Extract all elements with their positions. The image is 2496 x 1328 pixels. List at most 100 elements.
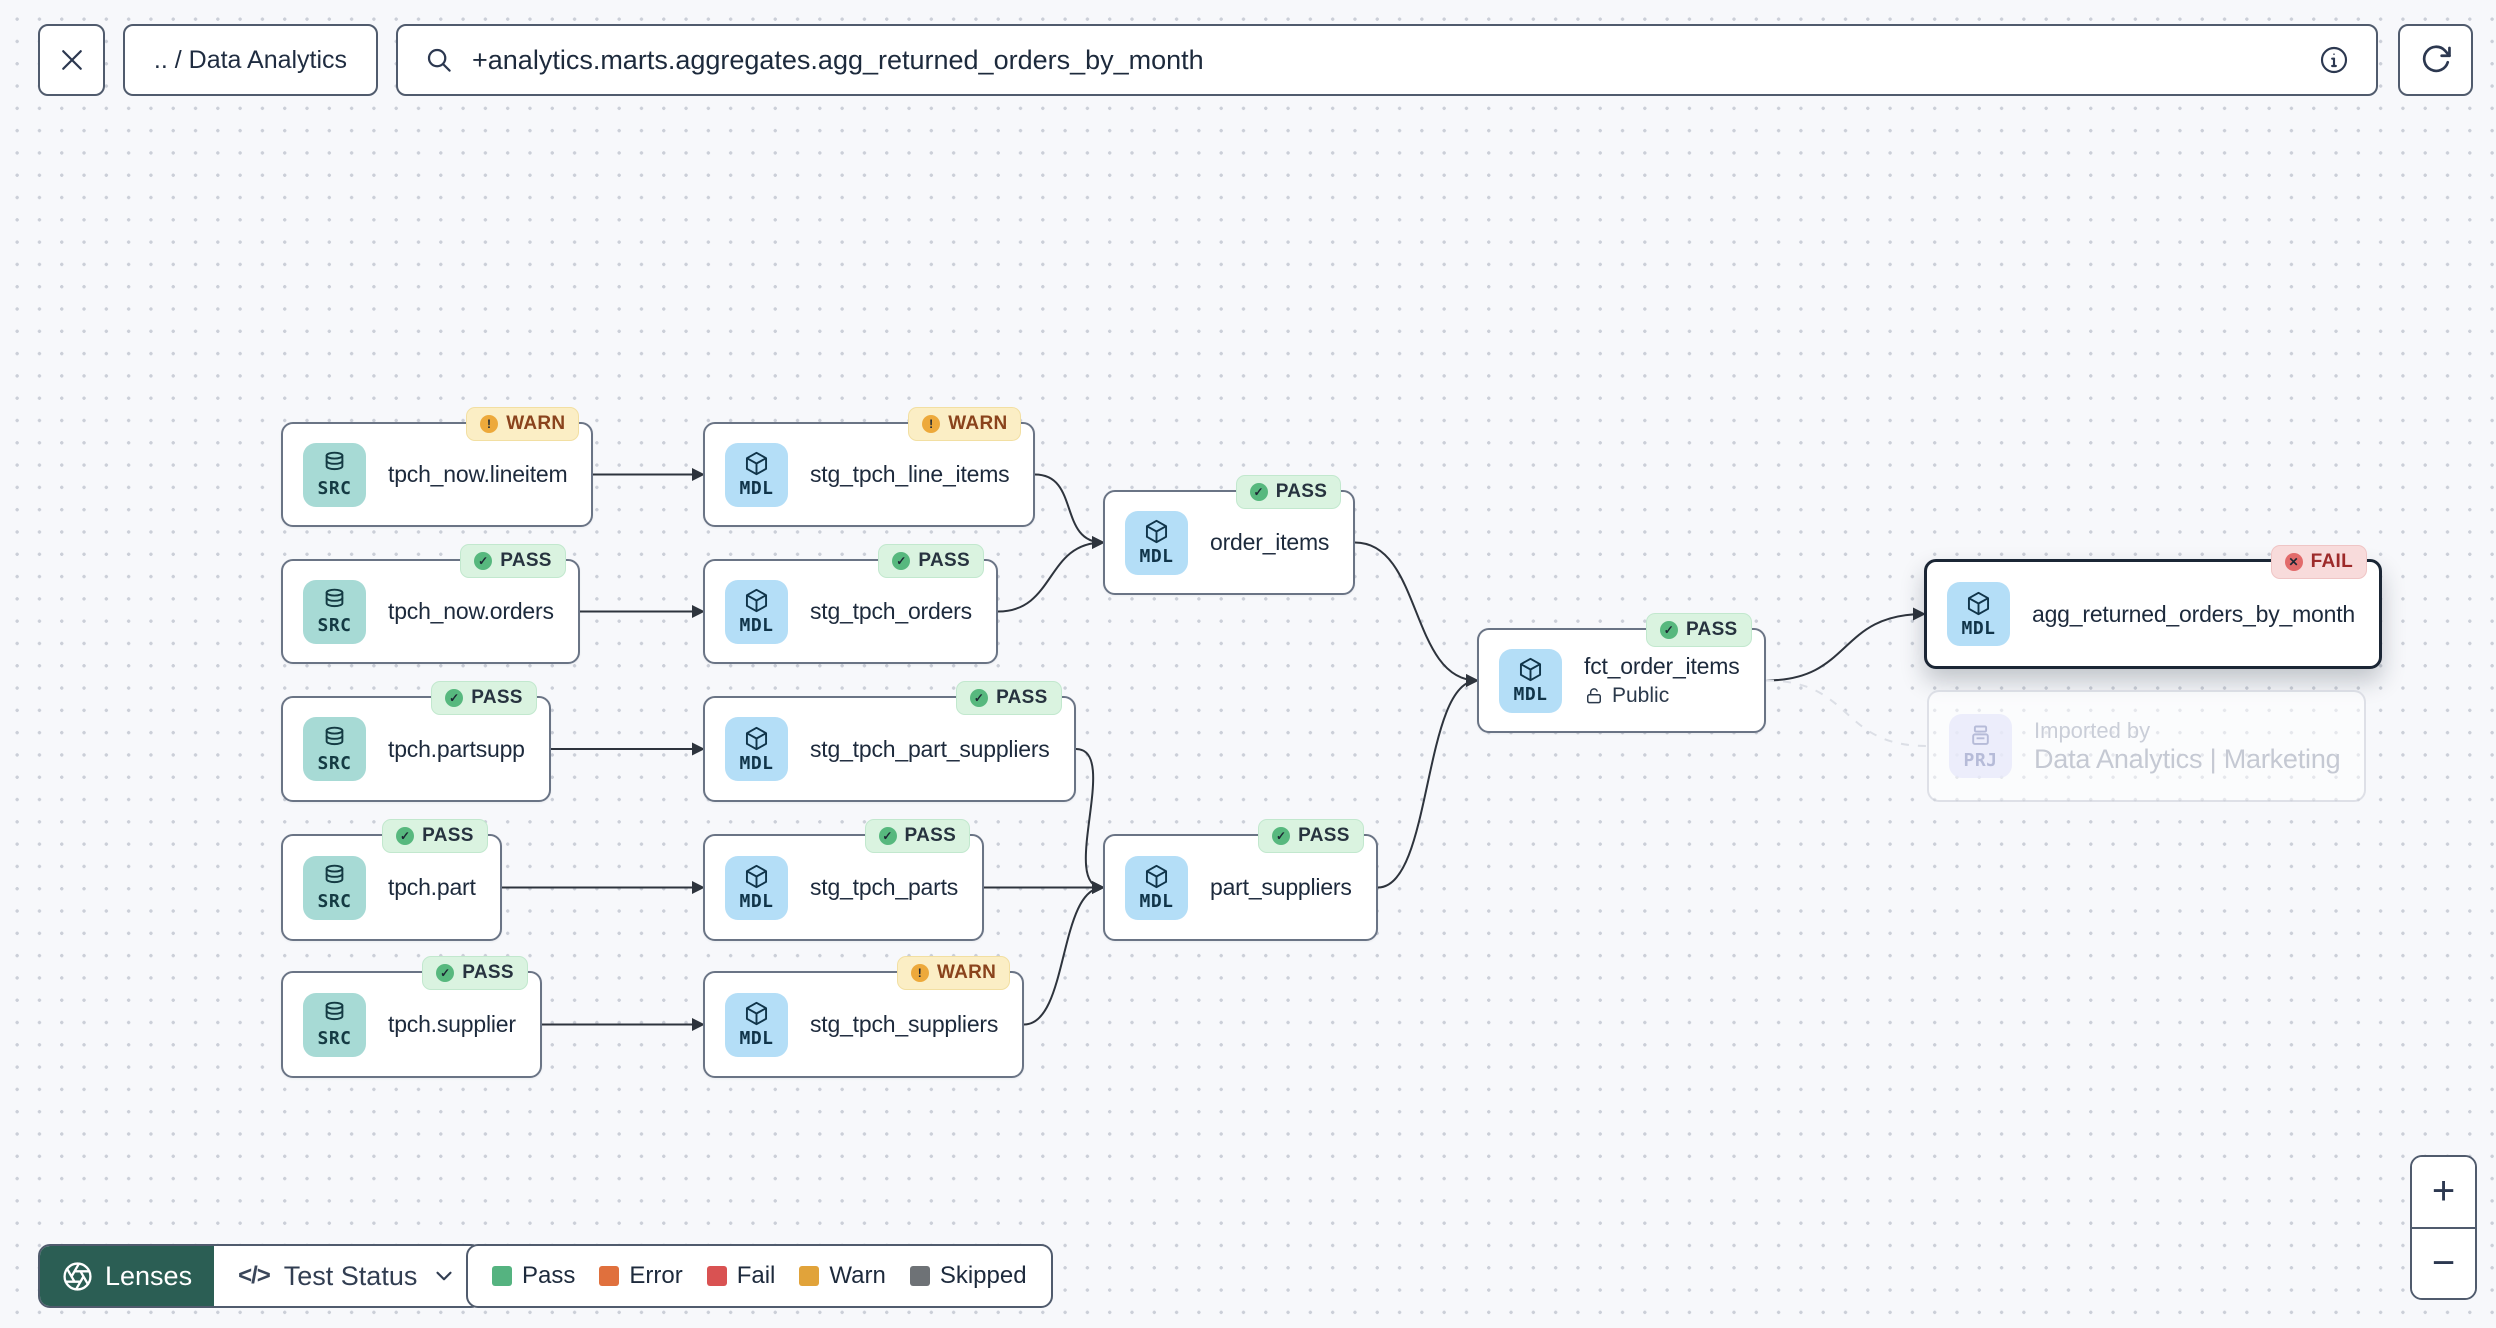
node-type-chip: MDL <box>1125 510 1188 575</box>
database-icon <box>325 588 344 608</box>
node-text: fct_order_items Public <box>1584 653 1740 708</box>
status-icon: ! <box>480 415 499 433</box>
status-icon: ✓ <box>445 689 464 707</box>
status-icon: ✕ <box>2284 553 2303 571</box>
database-icon <box>325 451 344 471</box>
node-subtitle: Imported by <box>2034 717 2151 743</box>
lineage-node-stg_tpch_suppliers[interactable]: ! WARN MDL stg_tpch_suppliers <box>703 956 1025 1078</box>
status-icon: ! <box>922 415 941 433</box>
lineage-node-stg_tpch_part_suppliers[interactable]: ✓ PASS MDL stg_tpch_part_suppliers <box>703 681 1076 802</box>
node-text: tpch.partsupp <box>388 736 525 763</box>
status-badge: ! WARN <box>896 956 1011 990</box>
model-cube-icon <box>1145 519 1168 544</box>
legend-label: Pass <box>522 1262 576 1289</box>
status-badge: ✓ PASS <box>431 681 537 715</box>
node-type-label: MDL <box>739 478 774 499</box>
status-badge: ✓ PASS <box>864 819 971 853</box>
lineage-node-tpch_now_lineitem[interactable]: ! WARN SRC tpch_now.lineitem <box>281 407 594 527</box>
status-icon: ✓ <box>436 964 455 982</box>
legend-item-error: Error <box>599 1262 683 1290</box>
legend-swatch <box>909 1266 930 1286</box>
legend-swatch <box>599 1266 620 1286</box>
zoom-controls: + − <box>2410 1155 2477 1300</box>
active-lens-label: Test Status <box>283 1260 418 1291</box>
node-label: stg_tpch_suppliers <box>810 1011 999 1037</box>
zoom-divider <box>2412 1226 2475 1229</box>
node-text: stg_tpch_line_items <box>810 461 1010 488</box>
node-type-chip: MDL <box>725 579 788 644</box>
legend-swatch <box>492 1266 512 1286</box>
legend-label: Error <box>629 1262 683 1289</box>
code-icon: </> <box>238 1262 271 1289</box>
node-type-label: SRC <box>317 615 352 636</box>
status-icon: ✓ <box>474 552 493 570</box>
node-type-chip: PRJ <box>1949 714 2012 778</box>
status-label: PASS <box>471 687 523 708</box>
close-icon <box>61 50 82 70</box>
node-label: tpch_now.lineitem <box>388 461 568 487</box>
search-bar[interactable] <box>396 24 2378 96</box>
status-label: WARN <box>936 962 997 983</box>
status-badge: ✓ PASS <box>878 544 984 578</box>
lineage-node-tpch_supplier[interactable]: ✓ PASS SRC tpch.supplier <box>281 956 542 1078</box>
node-type-chip: SRC <box>303 855 366 920</box>
lineage-node-stg_tpch_line_items[interactable]: ! WARN MDL stg_tpch_line_items <box>703 407 1036 527</box>
legend-label: Skipped <box>939 1262 1027 1289</box>
lineage-node-order_items[interactable]: ✓ PASS MDL order_items <box>1103 475 1356 595</box>
zoom-out-button[interactable]: − <box>2412 1228 2475 1298</box>
node-label: Data Analytics | Marketing <box>2034 743 2341 774</box>
node-text: tpch_now.orders <box>388 598 554 625</box>
node-text: Imported by Data Analytics | Marketing <box>2034 717 2341 775</box>
status-badge: ✓ PASS <box>422 956 528 990</box>
status-label: PASS <box>904 825 957 846</box>
node-type-label: MDL <box>1139 891 1174 912</box>
search-input[interactable] <box>472 44 2300 76</box>
lineage-node-part_suppliers[interactable]: ✓ PASS MDL part_suppliers <box>1103 819 1378 941</box>
node-type-label: MDL <box>1513 684 1548 705</box>
legend-item-pass: Pass <box>492 1262 575 1290</box>
status-label: PASS <box>918 550 970 571</box>
node-label: order_items <box>1210 529 1330 555</box>
info-icon[interactable] <box>2318 44 2350 76</box>
lineage-node-stg_tpch_orders[interactable]: ✓ PASS MDL stg_tpch_orders <box>703 544 998 664</box>
node-label: stg_tpch_line_items <box>810 461 1010 487</box>
status-badge: ✓ PASS <box>460 544 566 578</box>
node-type-label: MDL <box>739 891 774 912</box>
status-label: PASS <box>1685 619 1738 640</box>
database-icon <box>325 864 344 884</box>
lenses-button[interactable]: Lenses <box>40 1246 215 1306</box>
lens-selector[interactable]: </> Test Status <box>214 1246 482 1306</box>
lineage-node-tpch_part[interactable]: ✓ PASS SRC tpch.part <box>281 819 502 941</box>
status-icon: ✓ <box>1659 621 1678 639</box>
search-icon <box>427 48 451 72</box>
database-icon <box>325 1001 344 1021</box>
status-badge: ✓ PASS <box>1645 613 1752 647</box>
status-badge: ! WARN <box>908 407 1022 441</box>
node-text: stg_tpch_orders <box>810 598 972 625</box>
lineage-node-imported_by_marketing[interactable]: PRJ Imported by Data Analytics | Marketi… <box>1927 690 2367 802</box>
node-type-chip: MDL <box>725 717 788 781</box>
breadcrumb[interactable]: .. / Data Analytics <box>123 24 378 96</box>
node-type-label: MDL <box>739 615 774 636</box>
legend-item-fail: Fail <box>706 1262 775 1290</box>
status-badge: ✓ PASS <box>1258 819 1364 853</box>
lineage-node-tpch_now_orders[interactable]: ✓ PASS SRC tpch_now.orders <box>281 544 580 664</box>
node-type-chip: SRC <box>303 579 366 644</box>
refresh-button[interactable] <box>2398 24 2473 96</box>
lineage-node-agg_returned_orders_by_month[interactable]: ✕ FAIL MDL agg_returned_orders_by_month <box>1924 545 2383 669</box>
node-label: tpch.supplier <box>388 1011 516 1037</box>
lineage-node-stg_tpch_parts[interactable]: ✓ PASS MDL stg_tpch_parts <box>703 819 985 941</box>
node-type-label: MDL <box>739 752 774 774</box>
lineage-node-tpch_partsupp[interactable]: ✓ PASS SRC tpch.partsupp <box>281 681 551 802</box>
close-button[interactable] <box>38 24 105 96</box>
node-type-label: MDL <box>1961 617 1996 639</box>
node-type-label: SRC <box>317 478 352 499</box>
lineage-node-fct_order_items[interactable]: ✓ PASS MDL fct_order_items Public <box>1477 613 1766 733</box>
status-icon: ✓ <box>396 827 415 845</box>
status-icon: ✓ <box>878 827 897 845</box>
status-icon: ! <box>910 964 929 982</box>
zoom-in-button[interactable]: + <box>2412 1157 2475 1227</box>
model-cube-icon <box>745 588 768 613</box>
model-cube-icon <box>745 726 768 750</box>
